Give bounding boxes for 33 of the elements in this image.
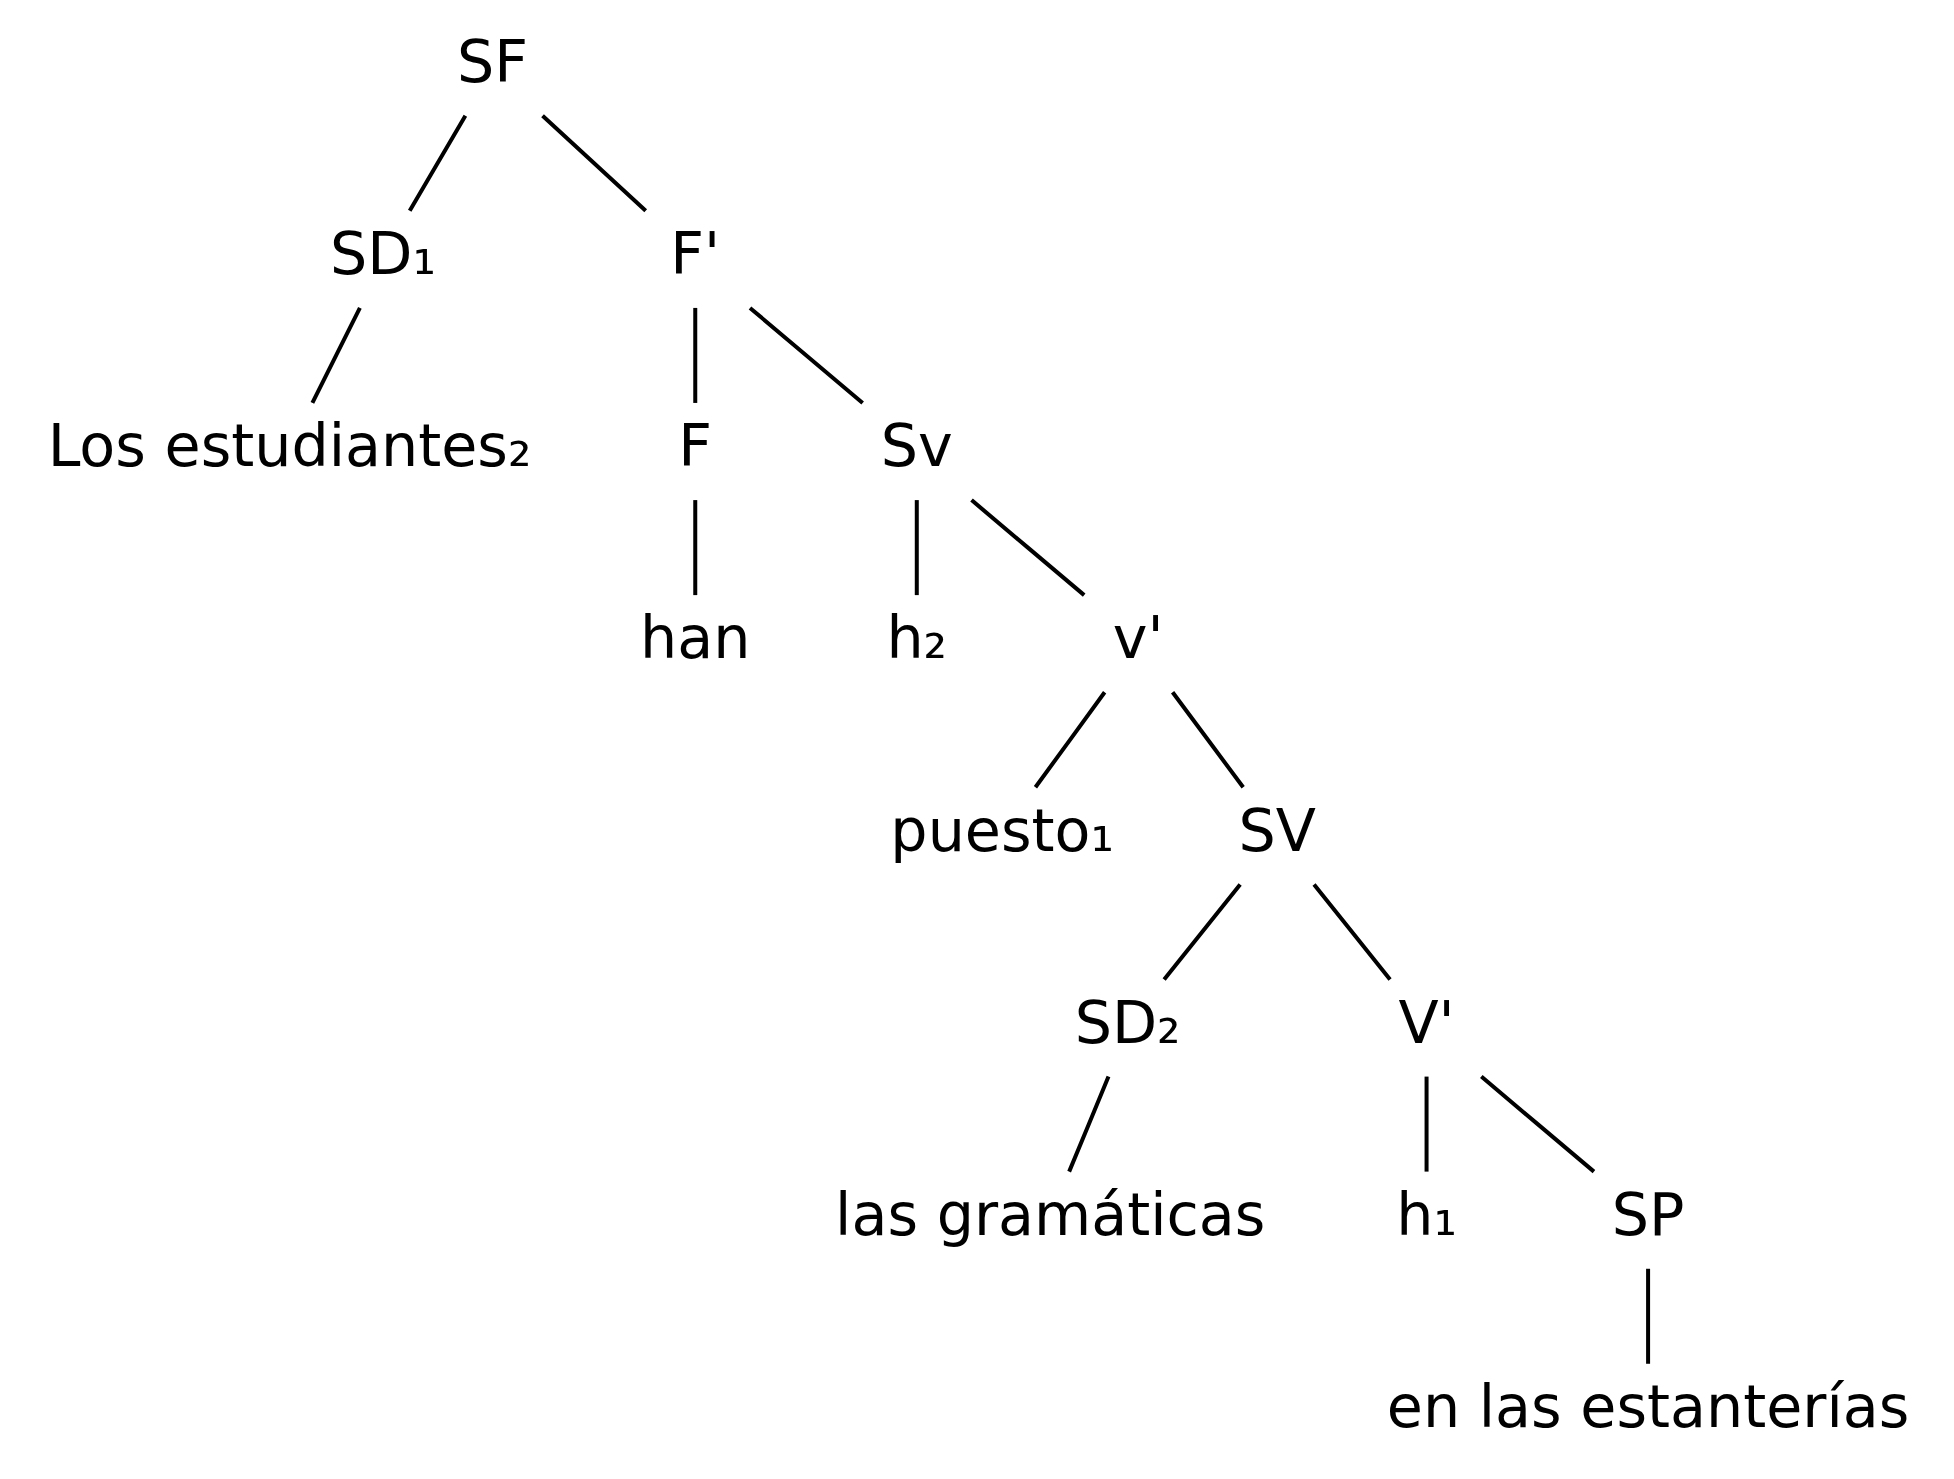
- node-text: SF: [456, 27, 528, 96]
- node-text: Los estudiantes₂: [47, 412, 531, 481]
- node-text: h₂: [885, 604, 947, 673]
- node-text: puesto₁: [889, 796, 1114, 865]
- node-text: las gramáticas: [834, 1180, 1265, 1249]
- connector: [914, 500, 919, 596]
- connector: [540, 114, 647, 213]
- connector: [1162, 883, 1242, 981]
- connector: [969, 498, 1085, 597]
- node-text: SV: [1237, 796, 1316, 865]
- connector: [1424, 1076, 1429, 1172]
- node-text: Sv: [880, 412, 953, 481]
- node-text: h₁: [1395, 1180, 1457, 1249]
- connector: [692, 307, 697, 403]
- connector: [748, 306, 864, 405]
- connector: [1645, 1268, 1650, 1364]
- node-text: SD₁: [329, 220, 436, 289]
- node-text: F: [677, 412, 712, 481]
- node-text: v': [1112, 604, 1164, 673]
- connector: [1033, 691, 1106, 789]
- connector: [310, 307, 362, 404]
- node-text: han: [639, 604, 750, 673]
- connector: [1066, 1075, 1110, 1173]
- node-text: F': [669, 220, 720, 289]
- connector: [1170, 691, 1245, 789]
- connector: [692, 500, 697, 596]
- node-text: SD₂: [1074, 988, 1181, 1057]
- connector: [1479, 1075, 1595, 1174]
- connector: [1311, 883, 1392, 981]
- node-text: en las estanterías: [1386, 1373, 1909, 1442]
- node-text: SP: [1611, 1180, 1684, 1249]
- node-text: V': [1397, 988, 1455, 1057]
- connector: [407, 114, 467, 212]
